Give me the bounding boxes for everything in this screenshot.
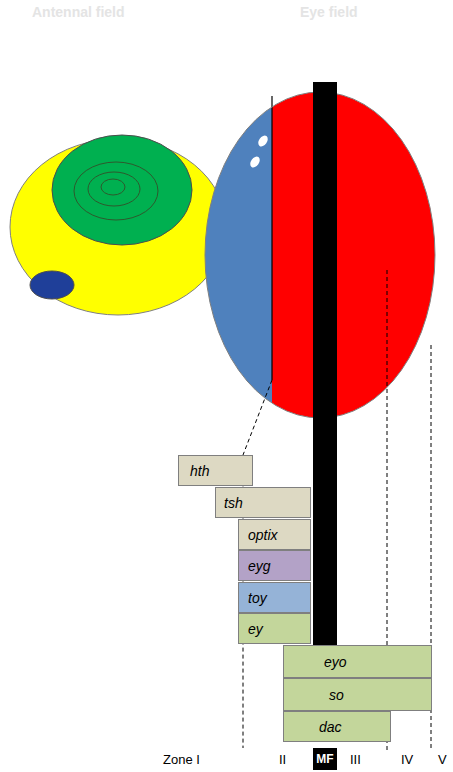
gene-box: dac xyxy=(283,711,391,742)
gene-box: hth xyxy=(178,455,253,486)
gene-name: optix xyxy=(248,528,278,542)
zone-label: III xyxy=(350,753,361,766)
gene-name: toy xyxy=(248,591,267,605)
zone-label: IV xyxy=(401,753,413,766)
ocellus-spot xyxy=(256,134,269,148)
ring xyxy=(88,172,140,206)
gene-name: tsh xyxy=(224,496,243,510)
gene-box: tsh xyxy=(215,487,311,518)
zone-label: V xyxy=(438,753,447,766)
eye-anterior xyxy=(200,85,272,425)
gene-name: hth xyxy=(190,464,209,478)
zone-label: II xyxy=(279,753,286,766)
ocellus-spot xyxy=(248,155,261,169)
zone-label: Zone I xyxy=(163,753,200,766)
gene-box: eyg xyxy=(238,550,311,581)
eye-posterior xyxy=(272,85,442,425)
gene-name: so xyxy=(329,688,344,702)
gene-name: dac xyxy=(319,720,342,734)
antennal-center xyxy=(52,135,192,245)
gene-box: toy xyxy=(238,582,311,613)
morphogenetic-furrow xyxy=(313,82,337,645)
gene-box: ey xyxy=(238,613,311,644)
furrow-label: MF xyxy=(313,748,337,770)
field-label: Eye field xyxy=(300,5,358,19)
gene-box: so xyxy=(283,678,432,711)
gene-box: eyo xyxy=(283,645,432,678)
gene-name: eyg xyxy=(248,559,271,573)
ring xyxy=(74,162,158,220)
ring xyxy=(101,179,125,195)
gene-name: ey xyxy=(248,622,263,636)
boundary-line xyxy=(271,96,272,380)
gene-box: optix xyxy=(238,519,311,550)
field-label: Antennal field xyxy=(32,5,125,19)
gene-name: eyo xyxy=(324,655,347,669)
arista-spot xyxy=(30,271,74,299)
